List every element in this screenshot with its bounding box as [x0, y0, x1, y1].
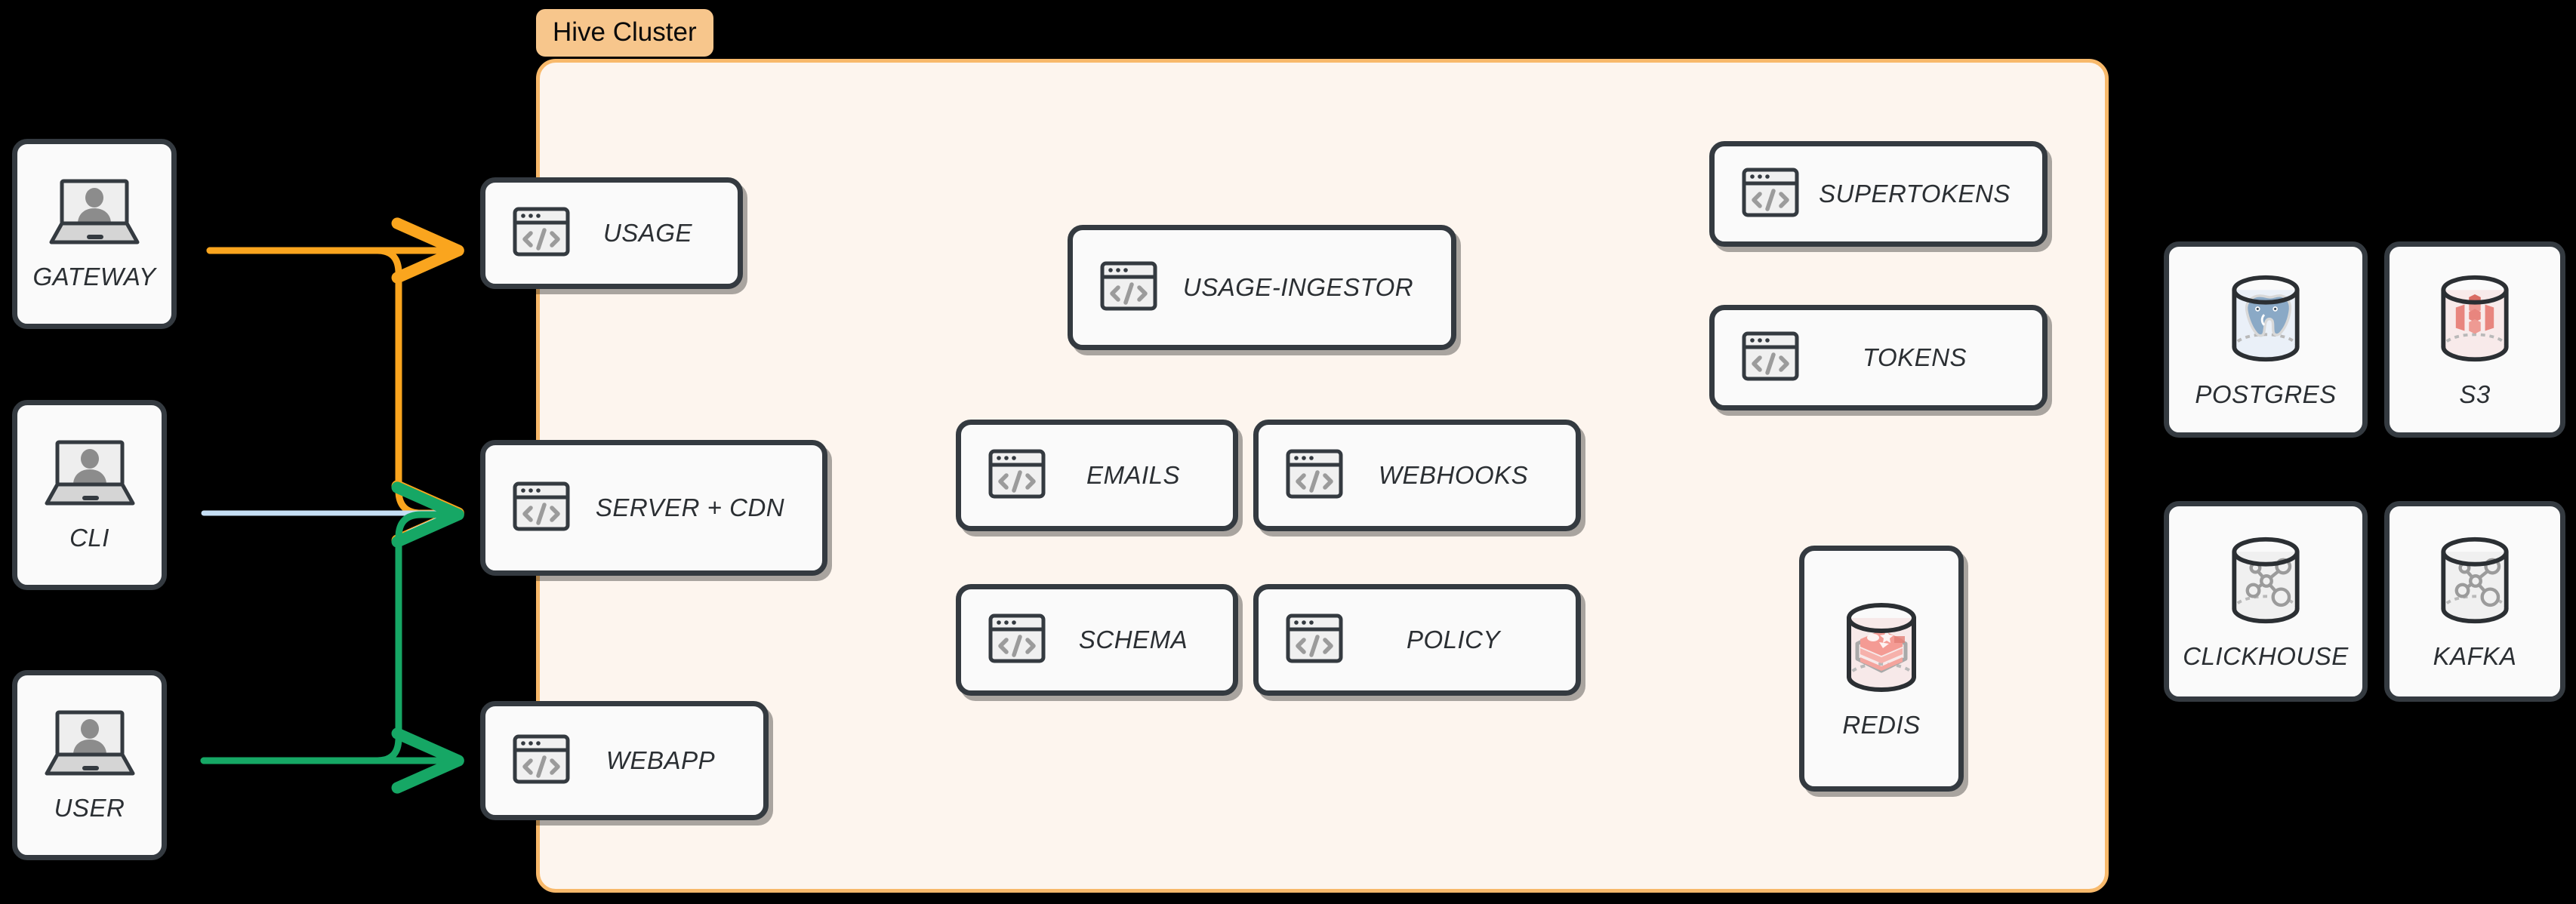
node-label: POLICY [1406, 626, 1501, 653]
node-supertokens[interactable]: SUPERTOKENS [1709, 141, 2048, 247]
code-window-icon [1740, 326, 1801, 390]
laptop-user-icon [45, 438, 135, 513]
node-label: S3 [2459, 380, 2491, 408]
node-postgres[interactable]: POSTGRES [2164, 241, 2368, 438]
wire-user-to-server-cdn [200, 481, 464, 764]
node-webapp[interactable]: WEBAPP [480, 701, 769, 820]
cluster-label: Hive Cluster [536, 9, 713, 57]
s3-cylinder-icon [2427, 271, 2522, 370]
node-label: POSTGRES [2195, 380, 2337, 408]
graph-cylinder-icon [2218, 533, 2313, 632]
node-label: CLI [69, 523, 109, 552]
code-window-icon [987, 608, 1047, 672]
code-window-icon [987, 444, 1047, 508]
node-label: TOKENS [1862, 343, 1967, 371]
node-label: CLICKHOUSE [2183, 641, 2349, 670]
node-label: SUPERTOKENS [1819, 180, 2011, 208]
node-label: KAFKA [2433, 641, 2517, 670]
code-window-icon [511, 476, 572, 540]
graph-cylinder-icon [2427, 533, 2522, 632]
node-label: REDIS [1842, 710, 1921, 739]
laptop-user-icon [45, 709, 135, 783]
node-label: USER [54, 793, 125, 822]
node-label: WEBHOOKS [1378, 461, 1529, 489]
redis-cylinder-icon [1832, 598, 1930, 700]
node-label: EMAILS [1086, 461, 1181, 489]
node-usage[interactable]: USAGE [480, 177, 743, 289]
node-emails[interactable]: EMAILS [956, 420, 1238, 531]
node-server-cdn[interactable]: SERVER + CDN [480, 440, 827, 576]
code-window-icon [1740, 162, 1801, 226]
node-tokens[interactable]: TOKENS [1709, 305, 2048, 410]
node-cli[interactable]: CLI [12, 400, 167, 590]
node-label: USAGE-INGESTOR [1182, 273, 1414, 301]
node-policy[interactable]: POLICY [1253, 584, 1581, 696]
node-s3[interactable]: S3 [2384, 241, 2565, 438]
code-window-icon [511, 201, 572, 266]
code-window-icon [1284, 608, 1345, 672]
node-label: GATEWAY [32, 262, 156, 291]
laptop-user-icon [49, 177, 140, 252]
node-schema[interactable]: SCHEMA [956, 584, 1238, 696]
node-kafka[interactable]: KAFKA [2384, 501, 2565, 702]
node-gateway[interactable]: GATEWAY [12, 139, 177, 329]
code-window-icon [1098, 256, 1159, 320]
node-label: SERVER + CDN [595, 494, 785, 521]
node-usage-ingestor[interactable]: USAGE-INGESTOR [1068, 225, 1456, 350]
node-clickhouse[interactable]: CLICKHOUSE [2164, 501, 2368, 702]
node-redis[interactable]: REDIS [1799, 546, 1964, 792]
node-webhooks[interactable]: WEBHOOKS [1253, 420, 1581, 531]
wire-gateway-to-server-cdn [206, 247, 464, 546]
node-label: WEBAPP [605, 746, 716, 774]
code-window-icon [511, 729, 572, 793]
node-label: USAGE [602, 219, 693, 247]
node-label: SCHEMA [1078, 626, 1188, 653]
postgres-cylinder-icon [2218, 271, 2313, 370]
node-user[interactable]: USER [12, 670, 167, 860]
code-window-icon [1284, 444, 1345, 508]
